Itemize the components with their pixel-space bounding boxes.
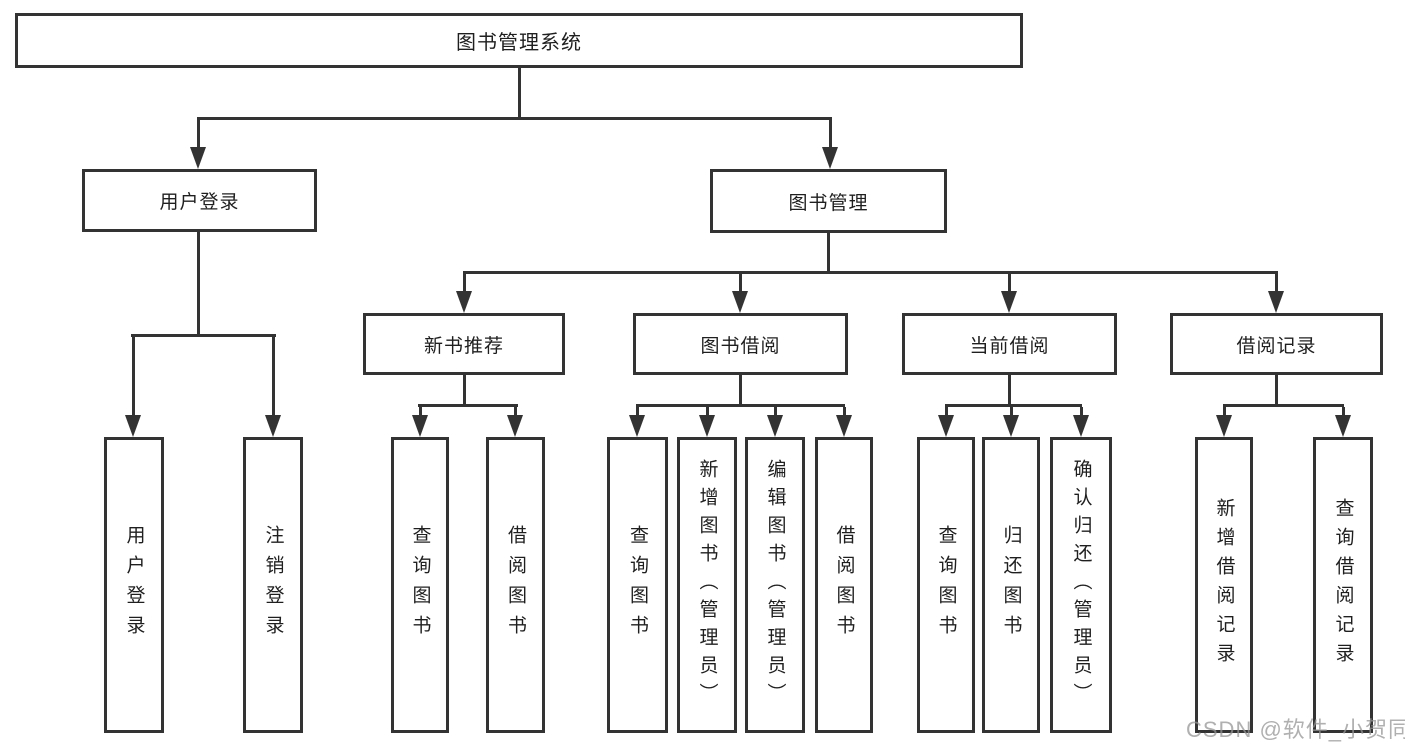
connector-root-stem (518, 68, 521, 117)
arrowhead-newbook-leaf-2 (507, 415, 523, 437)
arrowhead-bookborrow-leaf-3 (767, 415, 783, 437)
arrowhead-currentborrow-leaf-2 (1003, 415, 1019, 437)
leaf-newbook-query-books-label: 查询图书 (409, 525, 431, 645)
connector-bookborrow-drop-2 (706, 407, 709, 415)
leaf-bookborrow-query-books-label: 查询图书 (627, 525, 648, 645)
leaf-records-add-borrow-record: 新增借阅记录 (1195, 437, 1253, 733)
connector-userlogin-drop-2 (272, 337, 275, 415)
arrowhead-bookborrow-leaf-1 (629, 415, 645, 437)
leaf-newbook-borrow-books-label: 借阅图书 (505, 525, 526, 645)
connector-currentborrow-bus (945, 404, 1082, 407)
arrowhead-bookborrow-leaf-4 (836, 415, 852, 437)
arrowhead-borrowrecords-leaf-1 (1216, 415, 1232, 437)
connector-newbook-stem (463, 375, 466, 404)
connector-bookmgmt-stem (827, 233, 830, 271)
connector-root-bus (197, 117, 832, 120)
arrowhead-to-borrow-records (1268, 291, 1284, 313)
connector-currentborrow-drop-2 (1010, 407, 1013, 415)
leaf-bookborrow-edit-books-admin-label: 编辑图书（管理员） (764, 459, 786, 711)
leaf-bookborrow-borrow-books-label: 借阅图书 (833, 525, 855, 645)
arrowhead-currentborrow-leaf-1 (938, 415, 954, 437)
node-book-borrow: 图书借阅 (633, 313, 848, 375)
arrowhead-to-leaf-user-login (125, 415, 141, 437)
connector-currentborrow-stem (1008, 375, 1011, 404)
connector-userlogin-drop-1 (132, 337, 135, 415)
leaf-currentborrow-query-books: 查询图书 (917, 437, 975, 733)
leaf-currentborrow-return-books-label: 归还图书 (1000, 525, 1022, 645)
node-borrow-records: 借阅记录 (1170, 313, 1383, 375)
connector-borrowrecords-bus (1223, 404, 1344, 407)
connector-currentborrow-drop-1 (945, 407, 948, 415)
connector-bookmgmt-drop-3 (1008, 274, 1011, 291)
leaf-records-query-borrow-record: 查询借阅记录 (1313, 437, 1373, 733)
node-library-management-system: 图书管理系统 (15, 13, 1023, 68)
leaf-bookborrow-edit-books-admin: 编辑图书（管理员） (745, 437, 805, 733)
arrowhead-to-leaf-logout (265, 415, 281, 437)
leaf-user-login-label: 用户登录 (123, 525, 145, 645)
leaf-bookborrow-borrow-books: 借阅图书 (815, 437, 873, 733)
connector-root-drop-right (829, 120, 832, 147)
arrowhead-currentborrow-leaf-3 (1073, 415, 1089, 437)
leaf-newbook-borrow-books: 借阅图书 (486, 437, 545, 733)
connector-bookborrow-drop-1 (636, 407, 639, 415)
connector-borrowrecords-drop-2 (1342, 407, 1345, 415)
arrowhead-bookborrow-leaf-2 (699, 415, 715, 437)
connector-borrowrecords-drop-1 (1223, 407, 1226, 415)
csdn-watermark: CSDN @软件_小贺同学 (1186, 717, 1405, 742)
connector-bookborrow-stem (739, 375, 742, 404)
connector-bookmgmt-drop-2 (739, 274, 742, 291)
arrowhead-to-book-borrow (732, 291, 748, 313)
connector-userlogin-bus (131, 334, 276, 337)
leaf-currentborrow-confirm-return-admin-label: 确认归还（管理员） (1070, 459, 1092, 711)
leaf-bookborrow-query-books: 查询图书 (607, 437, 668, 733)
leaf-records-add-borrow-record-label: 新增借阅记录 (1213, 498, 1235, 672)
leaf-currentborrow-query-books-label: 查询图书 (935, 525, 957, 645)
connector-bookborrow-bus (636, 404, 845, 407)
leaf-logout: 注销登录 (243, 437, 303, 733)
connector-currentborrow-drop-3 (1080, 407, 1083, 415)
arrowhead-to-new-book-recommend (456, 291, 472, 313)
leaf-bookborrow-add-books-admin: 新增图书（管理员） (677, 437, 737, 733)
connector-newbook-bus (418, 404, 518, 407)
node-user-login: 用户登录 (82, 169, 317, 232)
connector-newbook-drop-2 (514, 407, 517, 415)
leaf-currentborrow-confirm-return-admin: 确认归还（管理员） (1050, 437, 1112, 733)
arrowhead-to-book-management (822, 147, 838, 169)
arrowhead-newbook-leaf-1 (412, 415, 428, 437)
arrowhead-borrowrecords-leaf-2 (1335, 415, 1351, 437)
arrowhead-to-current-borrow (1001, 291, 1017, 313)
connector-root-drop-left (197, 120, 200, 147)
node-current-borrow: 当前借阅 (902, 313, 1117, 375)
leaf-currentborrow-return-books: 归还图书 (982, 437, 1040, 733)
connector-bookmgmt-bus (463, 271, 1278, 274)
connector-bookborrow-drop-4 (843, 407, 846, 415)
leaf-logout-label: 注销登录 (262, 525, 284, 645)
node-book-management: 图书管理 (710, 169, 947, 233)
leaf-bookborrow-add-books-admin-label: 新增图书（管理员） (696, 459, 718, 711)
connector-newbook-drop-1 (419, 407, 422, 415)
node-new-book-recommend: 新书推荐 (363, 313, 565, 375)
connector-bookborrow-drop-3 (774, 407, 777, 415)
leaf-newbook-query-books: 查询图书 (391, 437, 449, 733)
leaf-records-query-borrow-record-label: 查询借阅记录 (1332, 498, 1354, 672)
connector-borrowrecords-stem (1275, 375, 1278, 404)
connector-userlogin-stem (197, 232, 200, 334)
arrowhead-to-user-login (190, 147, 206, 169)
leaf-user-login: 用户登录 (104, 437, 164, 733)
connector-bookmgmt-drop-4 (1275, 274, 1278, 291)
connector-bookmgmt-drop-1 (463, 274, 466, 291)
